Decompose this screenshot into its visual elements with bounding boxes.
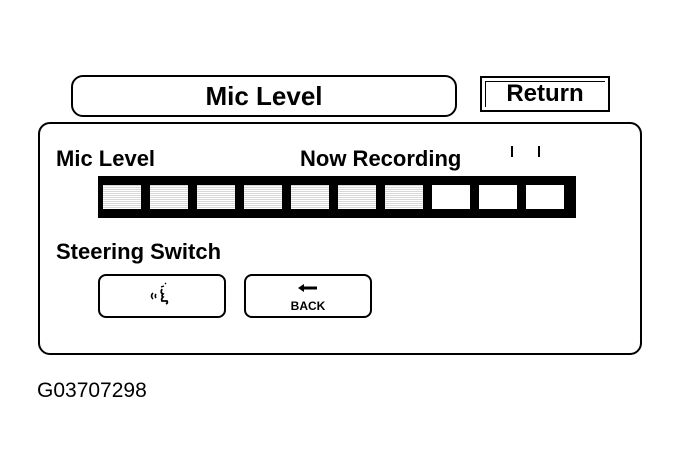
meter-segment <box>291 185 329 209</box>
back-button[interactable]: BACK <box>244 274 372 318</box>
back-label: BACK <box>290 299 326 313</box>
recording-indicator-tick <box>538 146 540 157</box>
voice-talk-button[interactable] <box>98 274 226 318</box>
mic-level-meter <box>98 176 576 218</box>
meter-segment <box>385 185 423 209</box>
meter-segment <box>432 185 470 209</box>
meter-segment <box>197 185 235 209</box>
steering-switch-label: Steering Switch <box>56 239 222 264</box>
meter-segment <box>244 185 282 209</box>
back-arrow-icon <box>297 280 319 298</box>
screen-title: Mic Level <box>71 75 457 117</box>
meter-segment <box>103 185 141 209</box>
figure-code: G03707298 <box>37 379 147 402</box>
return-button[interactable]: Return <box>480 76 610 112</box>
recording-indicator-tick <box>511 146 513 157</box>
meter-segment <box>150 185 188 209</box>
recording-status: Now Recording <box>300 146 462 171</box>
mic-level-label: Mic Level <box>56 146 156 171</box>
meter-segment <box>526 185 564 209</box>
mic-level-panel: Mic Level Now Recording Steering Switch … <box>38 122 642 355</box>
voice-talk-icon <box>145 281 179 312</box>
meter-segment <box>338 185 376 209</box>
meter-segment <box>479 185 517 209</box>
